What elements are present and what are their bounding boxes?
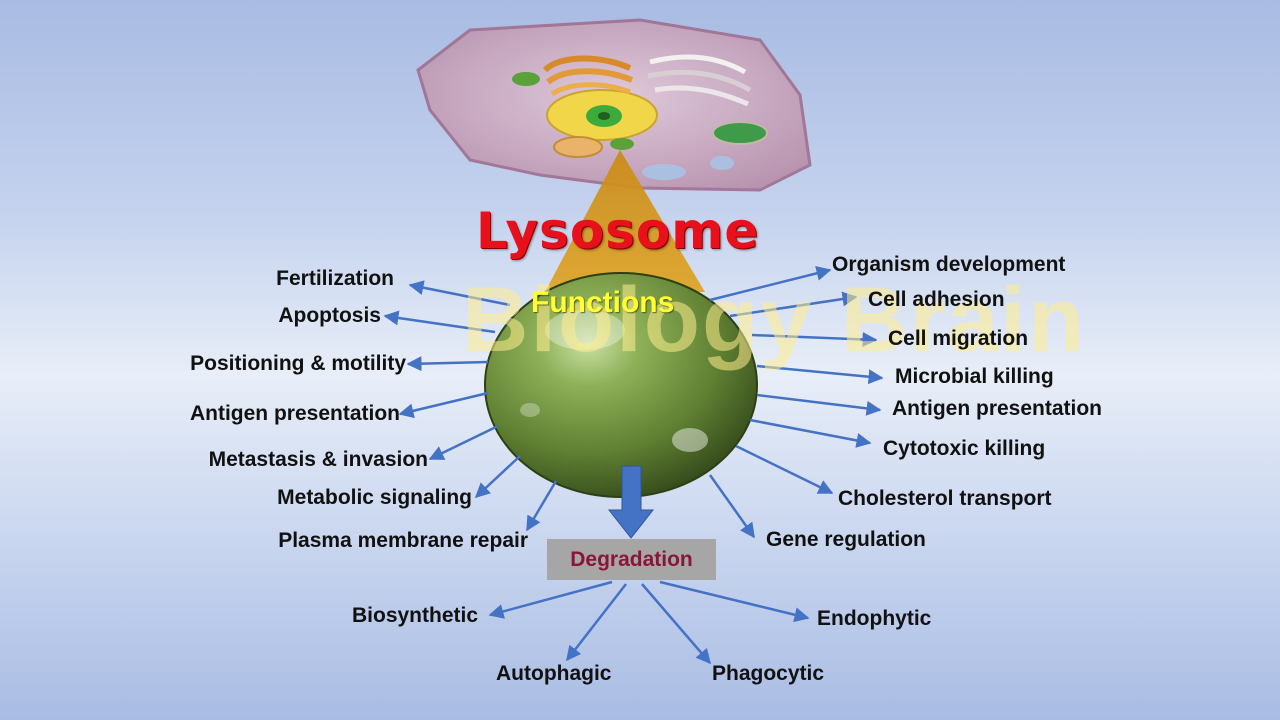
- arrow-fertilization: [408, 280, 511, 307]
- label-plasma-membrane-repair: Plasma membrane repair: [278, 529, 528, 552]
- label-biosynthetic: Biosynthetic: [352, 604, 479, 627]
- degradation-arrows: [488, 580, 810, 665]
- label-endophytic: Endophytic: [817, 607, 932, 630]
- zoom-cone: [545, 150, 705, 292]
- label-cell-migration: Cell migration: [888, 327, 1029, 350]
- label-cell-adhesion: Cell adhesion: [868, 288, 1005, 311]
- label-fertilization: Fertilization: [276, 267, 394, 290]
- arrow-biosynthetic: [488, 580, 613, 619]
- degradation-box: Degradation: [547, 539, 716, 580]
- degradation-arrow: [607, 465, 655, 539]
- arrow-antigen-left: [398, 391, 489, 419]
- arrow-membrane-repair: [525, 480, 558, 532]
- label-autophagic: Autophagic: [496, 662, 612, 685]
- arrow-microbial: [756, 364, 884, 385]
- label-organism-development: Organism development: [832, 253, 1066, 276]
- arrow-apoptosis: [383, 310, 496, 334]
- diagram-subtitle: Functions: [531, 286, 675, 319]
- degradation-label: Degradation: [570, 547, 693, 571]
- arrow-metastasis: [428, 424, 499, 461]
- lysosome-sphere: [484, 272, 758, 498]
- label-metastasis-invasion: Metastasis & invasion: [208, 448, 428, 471]
- arrow-phagocytic: [641, 583, 711, 665]
- label-cytotoxic-killing: Cytotoxic killing: [883, 437, 1046, 460]
- right-arrows: [708, 265, 884, 539]
- label-gene-regulation: Gene regulation: [766, 528, 926, 551]
- label-apoptosis: Apoptosis: [278, 304, 381, 327]
- arrow-positioning: [406, 356, 489, 372]
- watermark-text: Biology Brain: [462, 269, 1087, 371]
- arrow-gene-regulation: [708, 474, 756, 539]
- arrow-autophagic: [566, 583, 627, 662]
- arrow-metabolic: [474, 455, 521, 499]
- arrow-antigen-right: [756, 393, 882, 416]
- label-microbial-killing: Microbial killing: [895, 365, 1054, 388]
- arrow-endophytic: [659, 580, 810, 623]
- label-metabolic-signaling: Metabolic signaling: [277, 486, 472, 509]
- label-positioning-motility: Positioning & motility: [190, 352, 406, 375]
- label-antigen-presentation-right: Antigen presentation: [892, 397, 1103, 420]
- label-cholesterol-transport: Cholesterol transport: [838, 487, 1052, 510]
- cell-illustration: [416, 18, 812, 192]
- arrow-cell-migration: [751, 331, 878, 347]
- label-phagocytic: Phagocytic: [712, 662, 825, 685]
- label-antigen-presentation-left: Antigen presentation: [189, 402, 400, 425]
- diagram-title: Lysosome: [476, 202, 760, 260]
- arrow-cell-adhesion: [729, 291, 858, 318]
- arrow-cytotoxic: [749, 418, 872, 448]
- left-arrows: [383, 280, 558, 532]
- arrow-organism-dev: [709, 265, 832, 302]
- arrow-cholesterol: [735, 444, 834, 495]
